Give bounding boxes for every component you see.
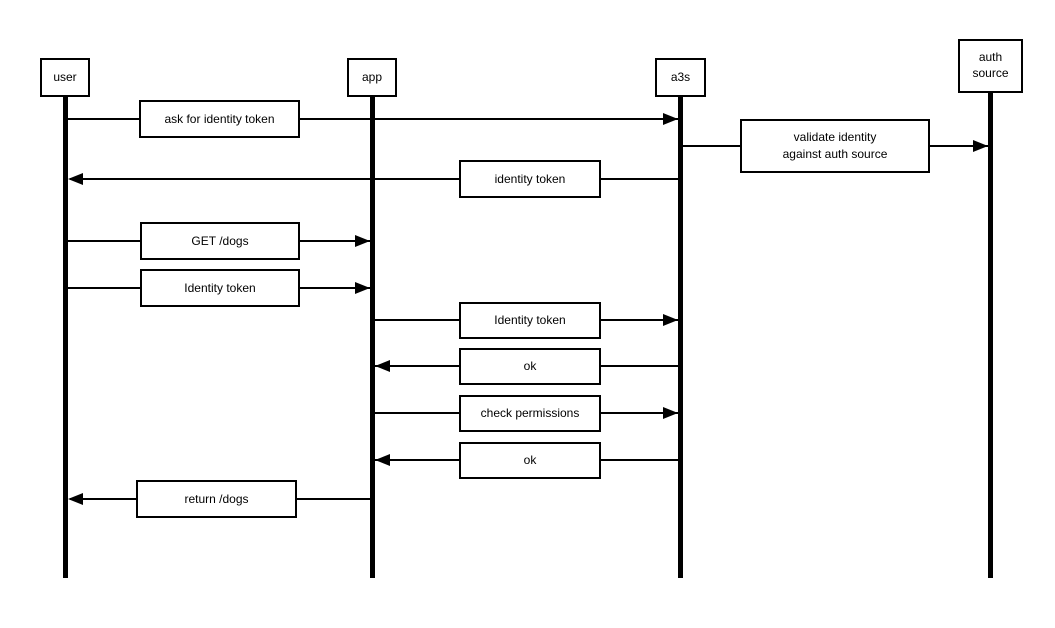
message-9-label: ok (459, 442, 601, 479)
lifeline-auth-source (988, 92, 993, 578)
message-2-label: validate identity against auth source (740, 119, 930, 173)
message-6-arrowhead-icon (663, 314, 678, 326)
message-5-label: Identity token (140, 269, 300, 307)
actor-auth-source: auth source (958, 39, 1023, 93)
message-1-line (68, 118, 678, 120)
message-7-label: ok (459, 348, 601, 385)
actor-a3s: a3s (655, 58, 706, 97)
lifeline-user (63, 96, 68, 578)
actor-user: user (40, 58, 90, 97)
message-3-label: identity token (459, 160, 601, 198)
message-7-arrowhead-icon (375, 360, 390, 372)
message-4-arrowhead-icon (355, 235, 370, 247)
message-8-arrowhead-icon (663, 407, 678, 419)
message-10-label: return /dogs (136, 480, 297, 518)
message-4-label: GET /dogs (140, 222, 300, 260)
lifeline-a3s (678, 96, 683, 578)
message-6-label: Identity token (459, 302, 601, 339)
lifeline-app (370, 96, 375, 578)
message-1-label: ask for identity token (139, 100, 300, 138)
message-1-arrowhead-icon (663, 113, 678, 125)
message-3-arrowhead-icon (68, 173, 83, 185)
actor-app: app (347, 58, 397, 97)
message-9-arrowhead-icon (375, 454, 390, 466)
message-8-label: check permissions (459, 395, 601, 432)
message-2-arrowhead-icon (973, 140, 988, 152)
message-3-line (70, 178, 678, 180)
message-10-arrowhead-icon (68, 493, 83, 505)
message-5-arrowhead-icon (355, 282, 370, 294)
